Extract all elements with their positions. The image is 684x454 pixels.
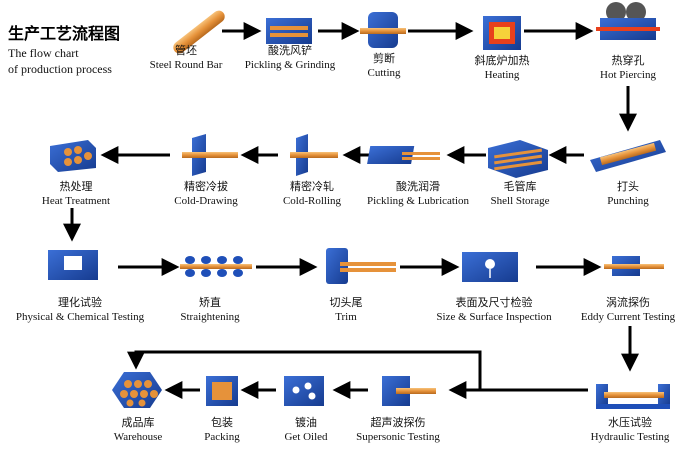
label-en: Heating [484, 69, 520, 81]
label-cn: 斜底炉加热 [474, 54, 530, 67]
label-cold-drawing: 精密冷拔 Cold-Drawing [174, 180, 238, 208]
heating-icon [483, 16, 521, 50]
label-cn: 剪断 [372, 52, 395, 65]
label-cn: 涡流探伤 [605, 296, 650, 309]
label-en: Size & Surface Inspection [436, 311, 552, 323]
label-punching: 打头 Punching [607, 180, 649, 208]
label-cn: 镀油 [294, 416, 317, 429]
label-en: Physical & Chemical Testing [15, 311, 145, 323]
pickling-lubrication-icon [367, 146, 440, 164]
label-en: Punching [607, 195, 649, 207]
physical-chemical-testing-icon [48, 250, 98, 280]
packing-icon [206, 376, 238, 406]
heat-treatment-icon [50, 140, 96, 172]
supersonic-testing-icon [382, 376, 436, 406]
steel-round-bar-icon [173, 10, 225, 54]
shell-storage-icon [488, 140, 548, 178]
label-en: Eddy Current Testing [580, 311, 676, 323]
label-supersonic-testing: 超声波探伤 Supersonic Testing [356, 416, 440, 444]
hydraulic-testing-icon [596, 384, 670, 409]
label-en: Straightening [180, 311, 240, 323]
label-packing: 包装 Packing [204, 416, 239, 444]
label-cn: 成品库 [121, 416, 155, 429]
label-hydraulic-testing: 水压试验 Hydraulic Testing [591, 416, 670, 444]
label-en: Heat Treatment [41, 195, 111, 207]
punching-icon [590, 140, 666, 172]
label-straightening: 矫直 Straightening [180, 296, 239, 324]
label-cn: 毛管库 [503, 180, 537, 193]
label-cn: 超声波探伤 [370, 416, 426, 429]
label-physical-chemical-testing: 理化试验 Physical & Chemical Testing [16, 296, 144, 324]
cold-drawing-icon [182, 134, 238, 176]
flow-arrows [63, 22, 639, 399]
label-cn: 理化试验 [57, 296, 102, 309]
label-en: Get Oiled [284, 431, 328, 443]
label-en: Packing [204, 431, 240, 443]
straightening-icon [180, 256, 252, 277]
label-steel-round-bar: 管坯 Steel Round Bar [150, 44, 223, 72]
label-cn: 打头 [617, 180, 639, 193]
hot-piercing-icon [596, 2, 660, 40]
label-heat-treatment: 热处理 Heat Treatment [42, 180, 110, 208]
label-heating: 斜底炉加热 Heating [475, 54, 530, 82]
label-size-surface-inspection: 表面及尺寸检验 Size & Surface Inspection [436, 296, 551, 324]
label-hot-piercing: 热穿孔 Hot Piercing [600, 54, 656, 82]
eddy-current-testing-icon [604, 256, 664, 276]
label-cn: 切头尾 [329, 296, 363, 309]
label-get-oiled: 镀油 Get Oiled [284, 416, 327, 444]
label-warehouse: 成品库 Warehouse [114, 416, 163, 444]
label-cn: 酸洗润滑 [395, 180, 440, 193]
page-title-cn: 生产工艺流程图 [8, 24, 121, 43]
label-shell-storage: 毛管库 Shell Storage [491, 180, 550, 208]
label-en: Trim [335, 311, 357, 323]
label-cold-rolling: 精密冷轧 Cold-Rolling [283, 180, 341, 208]
label-cn: 表面及尺寸检验 [455, 296, 533, 309]
label-en: Cold-Drawing [174, 195, 238, 207]
label-en: Hot Piercing [600, 69, 656, 81]
label-en: Pickling & Grinding [244, 59, 336, 71]
trim-icon [326, 248, 396, 284]
get-oiled-icon [284, 376, 324, 406]
label-pickling-grinding: 酸洗风铲 Pickling & Grinding [245, 44, 335, 72]
size-surface-inspection-icon [462, 252, 518, 282]
label-cn: 包装 [210, 416, 233, 429]
label-cn: 热处理 [59, 180, 93, 193]
label-cn: 精密冷轧 [290, 180, 334, 193]
label-cn: 精密冷拔 [183, 180, 228, 193]
page-title-en-line2: of production process [8, 62, 112, 76]
label-en: Pickling & Lubrication [366, 195, 470, 207]
pickling-grinding-icon [266, 18, 312, 44]
cold-rolling-icon [290, 134, 338, 176]
label-cutting: 剪断 Cutting [367, 52, 400, 80]
cutting-icon [360, 12, 406, 48]
label-en: Supersonic Testing [356, 431, 440, 443]
label-en: Steel Round Bar [149, 59, 223, 71]
label-trim: 切头尾 Trim [330, 296, 363, 324]
label-en: Warehouse [113, 431, 163, 443]
label-cn: 矫直 [199, 296, 221, 309]
label-pickling-lubrication: 酸洗润滑 Pickling & Lubrication [367, 180, 469, 208]
label-cn: 管坯 [175, 44, 197, 57]
label-eddy-current-testing: 涡流探伤 Eddy Current Testing [581, 296, 675, 324]
arrow-bypass [127, 350, 482, 390]
label-en: Cutting [367, 67, 401, 79]
label-cn: 水压试验 [607, 416, 652, 429]
label-cn: 热穿孔 [611, 54, 645, 67]
warehouse-icon [112, 372, 162, 408]
page-title-en-line1: The flow chart [8, 46, 79, 60]
label-cn: 酸洗风铲 [267, 44, 312, 57]
label-en: Shell Storage [490, 195, 550, 207]
label-en: Cold-Rolling [282, 195, 342, 207]
label-en: Hydraulic Testing [590, 431, 670, 443]
